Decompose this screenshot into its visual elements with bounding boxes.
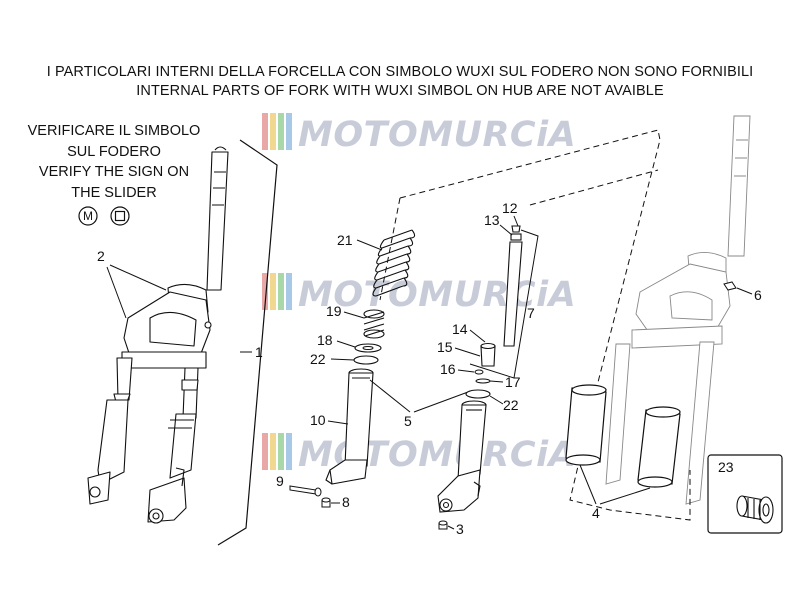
washer-18	[354, 343, 382, 353]
callout-5: 5	[404, 413, 412, 429]
watermark-stripe	[262, 113, 268, 150]
watermark-bottom: MOTOMURCiA	[262, 433, 576, 475]
note-english-line-1: VERIFY THE SIGN ON	[38, 164, 190, 180]
watermark-stripe	[278, 433, 284, 470]
bolt-8	[321, 497, 331, 508]
dashed-envelope-center	[379, 129, 661, 391]
callout-19: 19	[326, 303, 342, 319]
bracket-1	[217, 139, 278, 546]
note-italian-line-1: VERIFICARE IL SIMBOLO	[27, 123, 201, 139]
slider-10	[325, 368, 374, 485]
leader-17	[489, 380, 504, 383]
leader-2	[106, 266, 127, 319]
watermark-stripe	[278, 273, 284, 310]
symbol-m-icon: M	[78, 206, 98, 226]
leader-5	[369, 379, 411, 413]
note-english-line-2: THE SLIDER	[71, 184, 157, 201]
callout-21: 21	[337, 232, 353, 248]
callout-3: 3	[456, 521, 464, 537]
watermark-stripe	[286, 113, 292, 150]
watermark-stripe	[262, 433, 268, 470]
callout-4: 4	[592, 505, 600, 521]
watermark-stripe	[270, 273, 276, 310]
watermark-text: MOTOMURCiA	[298, 275, 576, 315]
bracket-7	[469, 229, 539, 379]
header-line-english: INTERNAL PARTS OF FORK WITH WUXI SIMBOL …	[136, 83, 664, 99]
callout-15: 15	[437, 339, 453, 355]
leader-22-left	[330, 358, 355, 361]
leader-6	[736, 287, 753, 295]
callout-14: 14	[452, 321, 468, 337]
callout-13: 13	[484, 212, 500, 228]
watermark-stripe	[286, 273, 292, 310]
callout-16: 16	[440, 361, 456, 377]
callout-18: 18	[317, 332, 333, 348]
leader-14	[469, 329, 486, 343]
leader-4	[599, 487, 651, 505]
watermark-text: MOTOMURCiA	[298, 115, 576, 155]
callout-2: 2	[97, 248, 105, 264]
fork-assembly-right-ghost	[605, 115, 751, 505]
damper-rod-7	[503, 225, 523, 347]
callout-1: 1	[255, 344, 263, 360]
callout-6: 6	[754, 287, 762, 303]
cartridge-15	[480, 342, 496, 367]
spring-21	[372, 229, 416, 297]
washer-17	[475, 378, 491, 384]
watermark-top: MOTOMURCiA	[262, 113, 576, 155]
leader-10	[327, 420, 349, 425]
bolt-3	[438, 520, 448, 530]
leader-18	[336, 340, 356, 348]
sleeve-4-left	[565, 384, 607, 466]
spring-19	[363, 309, 385, 339]
leader-15	[454, 347, 481, 357]
seal-22-left	[353, 355, 379, 365]
callout-9: 9	[276, 473, 284, 489]
seal-22-right	[465, 389, 491, 399]
callout-7: 7	[527, 305, 535, 321]
watermark-stripe	[286, 433, 292, 470]
symbol-square-icon	[110, 206, 130, 226]
watermark-stripe	[278, 113, 284, 150]
svg-text:M: M	[83, 209, 93, 223]
callout-22-left: 22	[310, 351, 326, 367]
leader-3	[447, 525, 455, 530]
sleeve-4-right	[637, 406, 681, 488]
watermark-middle: MOTOMURCiA	[262, 273, 576, 315]
watermark-stripe	[270, 113, 276, 150]
callout-22-right: 22	[503, 397, 519, 413]
leader-21	[356, 239, 383, 251]
bushing-23	[736, 495, 774, 524]
cap-6	[723, 281, 737, 291]
callout-23: 23	[718, 459, 734, 475]
leader-4	[579, 464, 597, 505]
ring-16	[474, 369, 484, 375]
leader-13	[499, 224, 513, 236]
note-italian-line-2: SUL FODERO	[67, 143, 161, 160]
callout-17: 17	[505, 374, 521, 390]
note-italian: VERIFICARE IL SIMBOLO SUL FODERO	[0, 121, 228, 162]
leader-22-right	[489, 395, 504, 405]
leader-5	[413, 391, 469, 413]
watermark-stripe	[262, 273, 268, 310]
callout-12: 12	[502, 200, 518, 216]
watermark-stripe	[270, 433, 276, 470]
leader-16	[457, 369, 475, 373]
leader-2	[109, 264, 167, 291]
leader-12	[513, 215, 519, 227]
callout-10: 10	[310, 412, 326, 428]
callout-8: 8	[342, 494, 350, 510]
header-line-italian: I PARTICOLARI INTERNI DELLA FORCELLA CON…	[46, 64, 754, 80]
leader-19	[343, 311, 365, 319]
slider-right	[437, 400, 487, 513]
note-english: VERIFY THE SIGN ON THE SLIDER	[0, 162, 228, 203]
fork-assembly-left	[87, 146, 229, 524]
washer-18-hole	[362, 346, 374, 350]
screw-9	[289, 485, 322, 497]
